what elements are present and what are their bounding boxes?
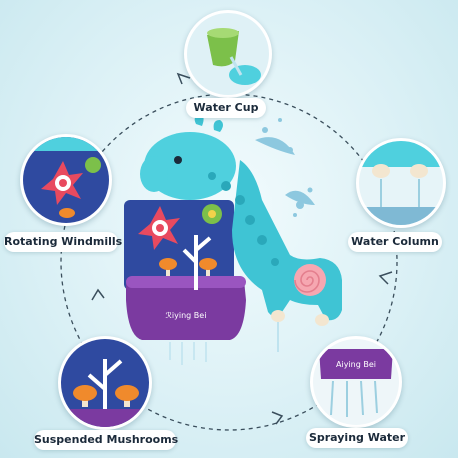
rotating-windmills-label: Rotating Windmills bbox=[4, 232, 122, 252]
spraying-water-label: Spraying Water bbox=[306, 428, 408, 448]
spraying-water-bubble: Aiying Bei bbox=[310, 336, 402, 428]
windmill-icon bbox=[23, 137, 109, 223]
brand-logo: ℛiying Bei bbox=[166, 311, 207, 320]
water-cup-bubble bbox=[184, 10, 272, 98]
purple-base bbox=[126, 280, 246, 340]
red-windmill bbox=[138, 206, 180, 250]
suspended-mushrooms-bubble bbox=[58, 336, 152, 430]
pink-spiral-wheel bbox=[294, 264, 326, 296]
mushroom bbox=[159, 258, 177, 276]
dino-body bbox=[232, 160, 342, 321]
dino-spots bbox=[208, 172, 279, 266]
water-column-bubble bbox=[356, 138, 446, 228]
suspended-mushrooms-label: Suspended Mushrooms bbox=[34, 430, 178, 450]
water-column-label: Water Column bbox=[348, 232, 442, 252]
dino-eye bbox=[174, 156, 182, 164]
rotating-windmills-bubble bbox=[20, 134, 112, 226]
water-cup-label: Water Cup bbox=[186, 98, 266, 118]
green-gear bbox=[202, 204, 222, 224]
mushroom-icon bbox=[61, 339, 149, 427]
dino-head bbox=[144, 132, 236, 200]
water-splash bbox=[255, 118, 315, 217]
mushroom bbox=[199, 258, 217, 276]
water-column-icon bbox=[359, 141, 443, 225]
brand-logo-small: Aiying Bei bbox=[336, 360, 376, 369]
water-cup-icon bbox=[187, 13, 269, 95]
spraying-water-icon: Aiying Bei bbox=[313, 339, 399, 425]
